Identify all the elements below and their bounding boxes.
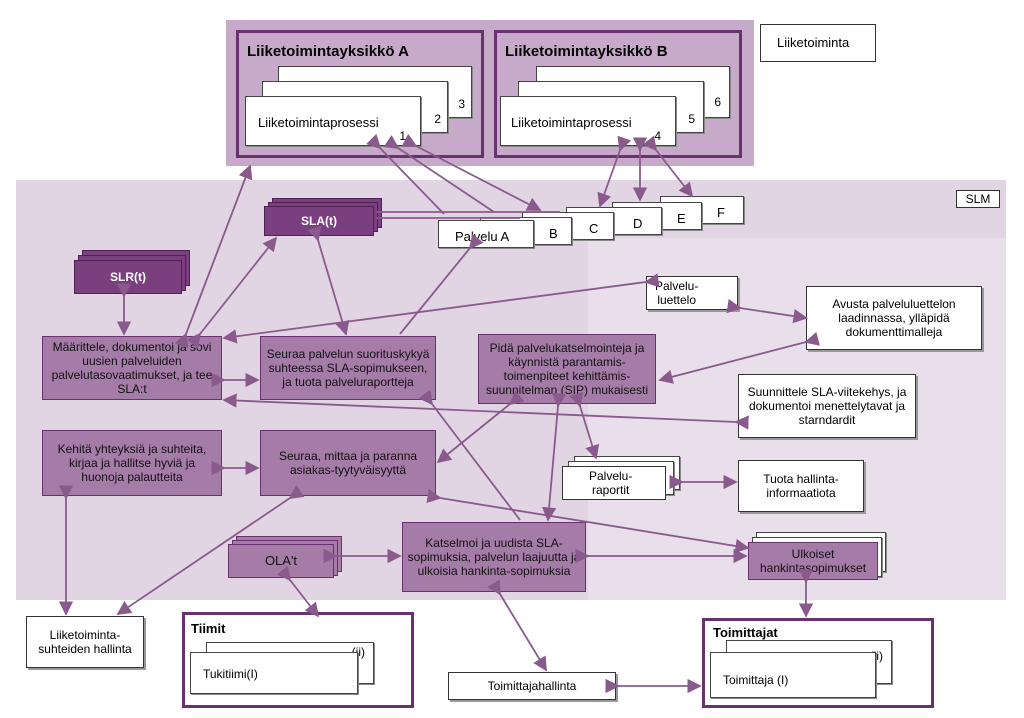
legend-business: Liiketoiminta xyxy=(760,24,876,62)
team-card-i: Tukitiimi(I) xyxy=(190,652,358,694)
relations-box: Kehitä yhteyksiä ja suhteita, kirjaa ja … xyxy=(42,430,222,496)
assist-catalog-box: Avusta palveluluettelon laadinnassa, yll… xyxy=(806,286,982,350)
supplier-card-i: Toimittaja (I) xyxy=(710,652,876,698)
slr-box: SLR(t) xyxy=(74,260,182,294)
slm-label: SLM xyxy=(956,190,1000,208)
define-requirements-box: Määrittele, dokumentoi ja sovi uusien pa… xyxy=(42,336,222,400)
business-relations-box: Liiketoiminta-suhteiden hallinta xyxy=(26,616,144,668)
service-card-a: Palvelu A xyxy=(438,220,534,248)
arrow-renew-suppliermgmt xyxy=(487,579,547,672)
external-contracts-box: Ulkoiset hankintasopimukset xyxy=(748,542,878,580)
process-card-1: Liiketoimintaprosessi 1 xyxy=(245,96,421,146)
management-info-box: Tuota hallinta-informaatiota xyxy=(738,460,864,512)
service-review-box: Pidä palvelukatselmointeja ja käynnistä … xyxy=(478,334,656,404)
sla-box: SLA(t) xyxy=(264,206,374,236)
sla-framework-box: Suunnittele SLA-viitekehys, ja dokumento… xyxy=(738,374,916,438)
supplier-management-box: Toimittajahallinta xyxy=(448,672,616,700)
unit-a-title: Liiketoimintayksikkö A xyxy=(247,43,409,60)
service-reports-box: Palvelu- raportit xyxy=(562,466,666,500)
service-catalog: Palvelu- luettelo xyxy=(646,276,738,310)
process-card-4: Liiketoimintaprosessi 4 xyxy=(500,96,676,146)
unit-b-title: Liiketoimintayksikkö B xyxy=(505,43,668,60)
monitor-performance-box: Seuraa palvelun suorituskykyä suhteessa … xyxy=(260,336,436,400)
satisfaction-box: Seuraa, mittaa ja paranna asiakas-tyytyv… xyxy=(260,430,436,496)
ola-box: OLA't xyxy=(228,544,334,578)
renew-contracts-box: Katselmoi ja uudista SLA-sopimuksia, pal… xyxy=(402,522,586,592)
